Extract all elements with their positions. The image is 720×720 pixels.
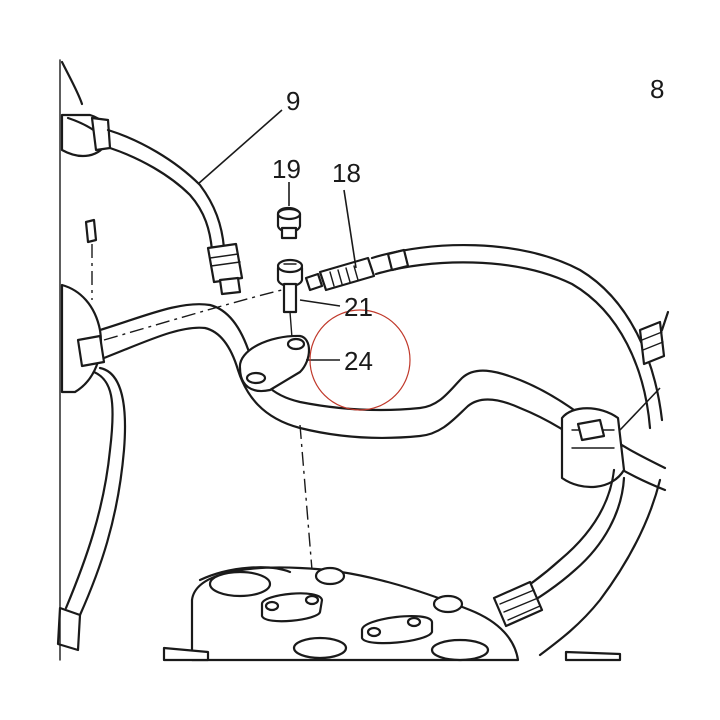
clamp-24 — [238, 334, 311, 393]
left-mirror-housing — [60, 60, 112, 158]
leader-21 — [299, 299, 341, 307]
leader-lines — [197, 109, 661, 431]
bolt-21 — [276, 258, 304, 339]
callout-8: 8 — [650, 74, 664, 104]
leader-8 — [619, 387, 661, 431]
throttle-cable-18 — [304, 243, 664, 430]
callout-18: 18 — [332, 158, 361, 188]
centerline-clamp — [103, 287, 313, 571]
leader-18 — [343, 189, 357, 269]
callout-19: 19 — [272, 154, 301, 184]
leader-9 — [197, 109, 283, 185]
lower-triple-clamp — [162, 566, 622, 662]
callout-24: 24 — [344, 346, 373, 376]
clutch-cable — [56, 366, 127, 652]
wiring-harness — [492, 468, 662, 657]
left-switch-housing — [60, 283, 106, 394]
cap-19 — [276, 206, 302, 240]
highlight-circle — [309, 309, 411, 411]
callout-21: 21 — [344, 292, 373, 322]
cotter-pin — [84, 218, 98, 300]
connector-8 — [638, 310, 670, 366]
callout-9: 9 — [286, 86, 300, 116]
right-switch-housing — [560, 407, 626, 489]
brake-line-9 — [106, 128, 244, 296]
